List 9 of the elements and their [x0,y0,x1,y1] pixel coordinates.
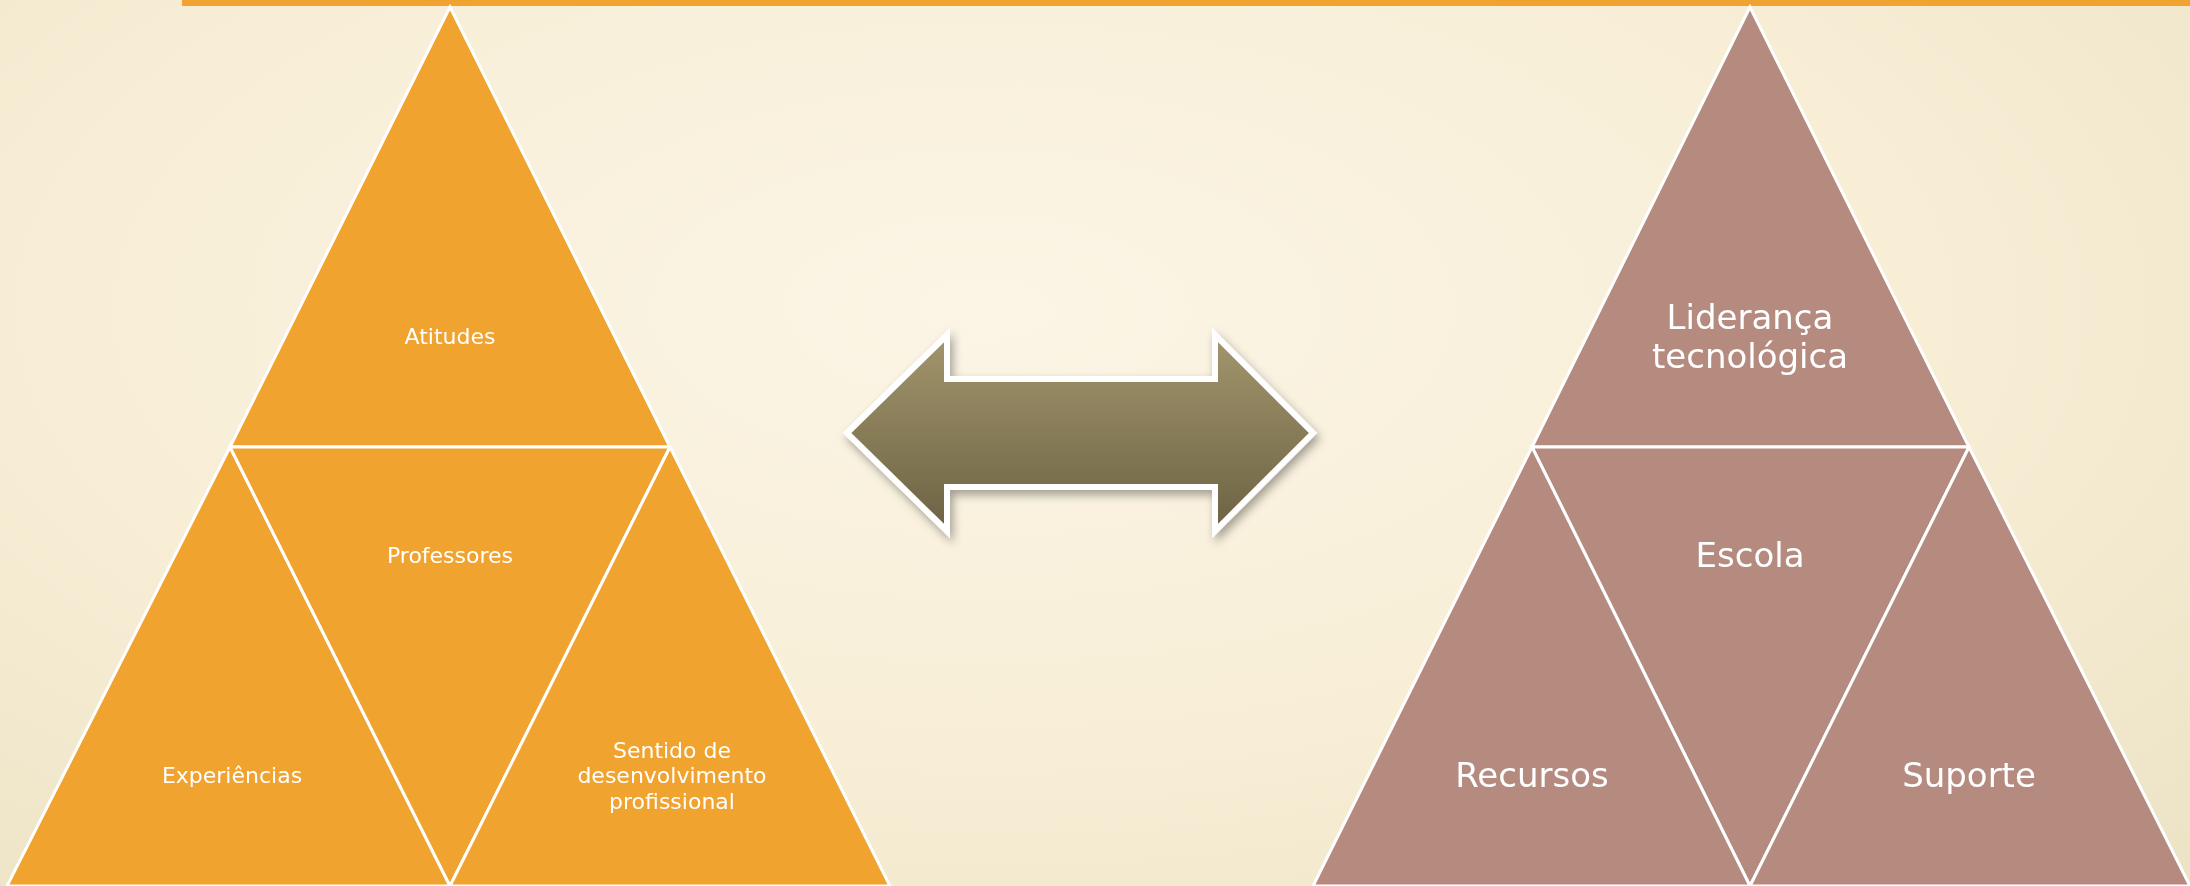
segment-label: Liderança tecnológica [1650,297,1850,377]
segment-label: Escola [1694,536,1806,576]
segment-label: Atitudes [403,324,497,350]
double-arrow [842,327,1318,539]
segment-label: Experiências [160,763,304,789]
segment-label: Recursos [1454,756,1610,796]
segment-label: Sentido de desenvolvimento profissional [576,738,768,814]
segment-label: Suporte [1901,756,2037,796]
segment-label: Professores [385,543,515,569]
